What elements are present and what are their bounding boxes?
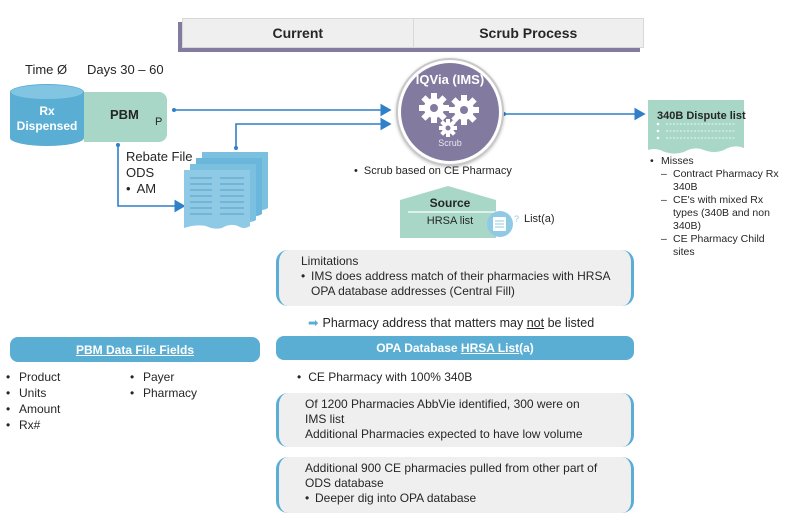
scrub-note: •Scrub based on CE Pharmacy [354, 165, 512, 177]
gears-icon [419, 93, 479, 137]
limitations-bullet: IMS does address match of their pharmaci… [301, 269, 619, 299]
rx-dispensed-cylinder [10, 92, 84, 146]
rebate-file-label: Rebate File [126, 149, 193, 164]
miss-item: CE Pharmacy Child sites [649, 233, 779, 259]
pbm-field-item: Rx# [4, 417, 124, 433]
opa-findings-box: Of 1200 Pharmacies AbbVie identified, 30… [276, 393, 634, 447]
pbm-field-item: Product [4, 369, 124, 385]
pbm-fields-col1: Product Units Amount Rx# [4, 369, 124, 433]
header-tabs: Current Scrub Process [182, 18, 644, 48]
pbm-box [84, 92, 167, 142]
pbm-marker: P [155, 116, 163, 128]
pbm-fields-col2: Payer Pharmacy [128, 369, 248, 401]
pbm-field-item: Pharmacy [128, 385, 248, 401]
opa-additional-text: Additional 900 CE pharmacies pulled from… [305, 461, 598, 490]
misses-list: Misses Contract Pharmacy Rx 340B CE's wi… [649, 155, 779, 259]
right-arrow-icon: ➡ [308, 316, 319, 330]
tab-scrub-process: Scrub Process [412, 19, 644, 47]
opa-bullet: •CE Pharmacy with 100% 340B [297, 370, 473, 384]
hrsa-list-link: HRSA List [460, 341, 520, 355]
rx-dispensed-label: Rx Dispensed [16, 104, 78, 133]
hrsa-list-label: HRSA list [426, 215, 474, 227]
opa-additional-box: Additional 900 CE pharmacies pulled from… [276, 457, 634, 513]
pbm-field-item: Amount [4, 401, 124, 417]
miss-item: Contract Pharmacy Rx 340B [649, 168, 779, 194]
ods-label: ODS [126, 165, 155, 180]
pbm-fields-bar: PBM Data File Fields [10, 337, 260, 362]
scrub-engine-title: IQVia (IMS) [415, 72, 485, 87]
source-title: Source [429, 196, 471, 210]
pbm-fields-title: PBM Data File Fields [75, 342, 195, 357]
svg-text:?: ? [514, 214, 519, 224]
pbm-title: PBM [110, 107, 139, 122]
limitations-title: Limitations [301, 254, 359, 268]
arrow-rebate-to-scrub [235, 117, 392, 148]
rebate-file-text: Rebate File ODS •AM [126, 149, 192, 197]
cylinder-top [10, 84, 84, 100]
limitations-callout: ➡Pharmacy address that matters may not b… [308, 316, 595, 330]
time-zero-label: Time Ø [25, 62, 68, 77]
opa-additional-bullet: Deeper dig into OPA database [305, 491, 619, 506]
tab-current: Current [272, 25, 324, 41]
miss-item: CE's with mixed Rx types (340B and non 3… [649, 194, 779, 233]
document-stack-icon [184, 152, 268, 229]
dispute-list-shape [648, 100, 744, 154]
opa-findings-note: Additional Pharmacies expected to have l… [305, 427, 583, 441]
opa-database-bar: OPA Database HRSA List (a) [276, 336, 634, 360]
pbm-field-item: Units [4, 385, 124, 401]
days-label: Days 30 – 60 [87, 62, 164, 77]
misses-label: Misses [649, 155, 779, 168]
limitations-box: Limitations IMS does address match of th… [276, 250, 634, 306]
dispute-list-title: 340B Dispute list [657, 110, 746, 122]
document-question-icon: ? [487, 211, 519, 237]
arrow-pbm-to-rebate [117, 145, 186, 213]
pbm-field-item: Payer [128, 369, 248, 385]
source-house-shape [400, 186, 496, 238]
opa-findings-text: Of 1200 Pharmacies AbbVie identified, 30… [305, 397, 580, 426]
scrub-engine-subtitle: Scrub [438, 138, 462, 148]
am-bullet: •AM [126, 181, 157, 196]
list-a-label: List(a) [524, 213, 555, 225]
